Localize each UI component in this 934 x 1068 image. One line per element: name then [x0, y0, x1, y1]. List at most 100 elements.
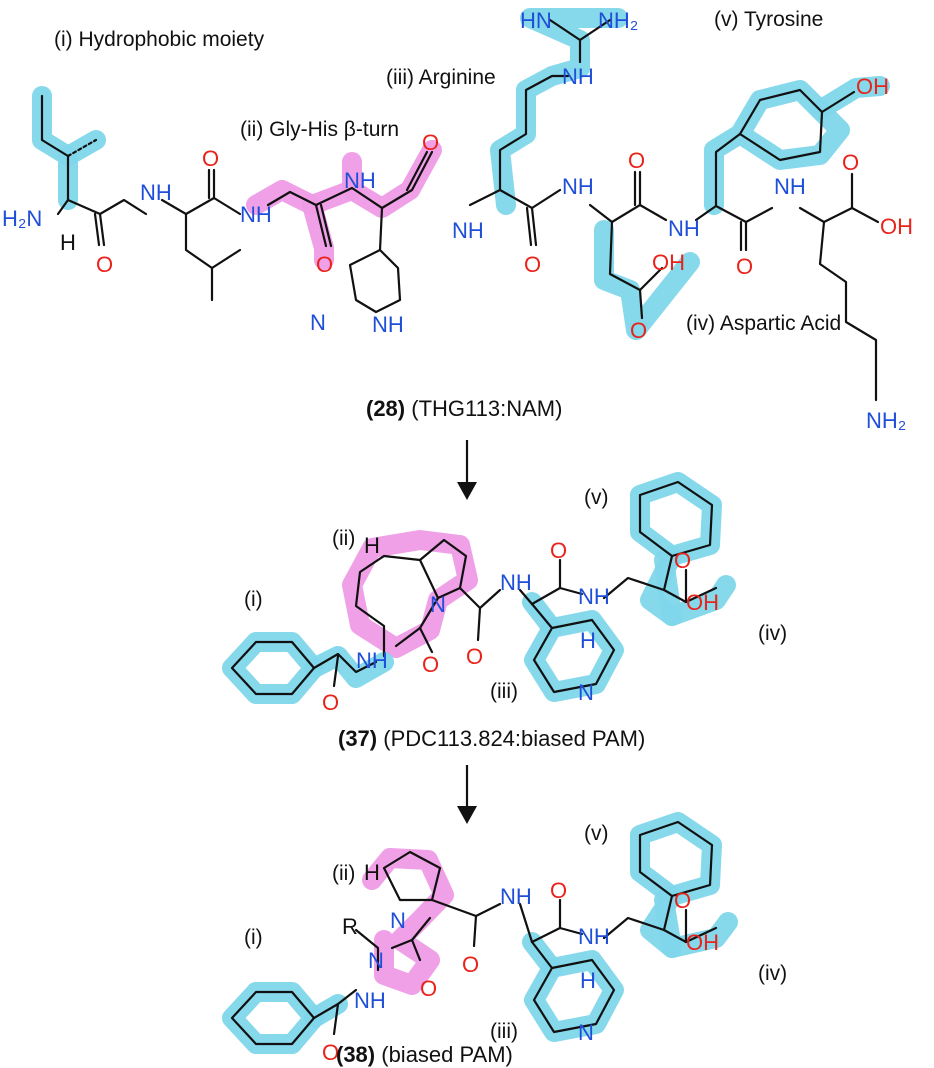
- caption-37-num: (37): [338, 726, 377, 751]
- atom-37-nh3: NH: [578, 584, 610, 609]
- bonds-28-leu: [160, 198, 214, 302]
- bonds-37-acyl: [312, 652, 378, 674]
- bond-28-leu-branch: [210, 248, 242, 270]
- ring-38-pyrrolidine: [382, 850, 442, 902]
- atom-38-nh3: NH: [578, 924, 610, 949]
- caption-38-text: (biased PAM): [381, 1042, 513, 1067]
- atom-38-o-amide: O: [462, 952, 479, 977]
- atom-38-r: R: [342, 914, 358, 939]
- bonds-28-lys: [798, 172, 854, 224]
- label-tyrosine: (v) Tyrosine: [714, 8, 823, 31]
- atom-28-his-n: N: [310, 310, 326, 335]
- atom-38-h: H: [364, 860, 380, 885]
- atom-37-nh2: NH: [500, 570, 532, 595]
- atom-28-nh1: NH: [140, 180, 172, 205]
- bonds-28-asp-side: [608, 220, 644, 320]
- atom-37-o-lactam: O: [422, 652, 439, 677]
- bonds-37-pyr-back: [518, 586, 584, 606]
- label-37-v: (v): [584, 486, 609, 509]
- caption-28-num: (28): [366, 396, 405, 421]
- atom-28-nh2-guan: NH₂: [598, 8, 638, 33]
- bonds-28-gly: [266, 190, 328, 248]
- atom-28-tyr-oh: OH: [856, 74, 889, 99]
- atom-28-hn-guan: HN: [520, 8, 552, 33]
- bonds-38-phe: [602, 894, 674, 940]
- atom-28-o5: O: [524, 252, 541, 277]
- atom-28-nh3: NH: [344, 168, 376, 193]
- hl-37-phenyl-v: [630, 472, 722, 566]
- atom-37-pyr-n: N: [578, 680, 594, 705]
- caption-28-text: (THG113:NAM): [411, 396, 562, 421]
- atom-38-pyr-n: N: [578, 1020, 594, 1045]
- bonds-28-tyr-side: [714, 132, 742, 208]
- bonds-28-lys-side: [818, 220, 878, 402]
- label-38-v: (v): [584, 822, 609, 845]
- bond-37-acyl-o: [332, 654, 340, 688]
- atom-38-n-r: N: [368, 948, 384, 973]
- hl-37-acid-2: [654, 550, 682, 626]
- hl-38-phenyl: [222, 982, 324, 1054]
- atom-37-acid-o: O: [674, 548, 691, 573]
- bond-28-co1b: [93, 212, 101, 247]
- atom-28-nh5: NH: [562, 174, 594, 199]
- bond-28-ile-methyl: [66, 138, 98, 158]
- atom-38-n: N: [390, 908, 406, 933]
- ring-38-pyridine: [532, 958, 616, 1034]
- bond-28-co3: [319, 203, 333, 248]
- label-aspartic: (iv) Aspartic Acid: [686, 312, 841, 335]
- bonds-37-bicycle-2: [418, 538, 468, 600]
- atom-28-nh2: NH: [240, 202, 272, 227]
- label-38-iii: (iii): [490, 1020, 518, 1043]
- caption-layer: (28) (THG113:NAM) (37) (PDC113.824:biase…: [336, 396, 645, 1067]
- atom-37-o-acyl: O: [322, 690, 339, 715]
- bond-37-lactam-o: [418, 626, 434, 654]
- atom-28-o7: O: [736, 254, 753, 279]
- atom-38-acid-o: O: [674, 888, 691, 913]
- bonds-37-bicycle: [354, 554, 440, 658]
- atom-28-o2: O: [202, 146, 219, 171]
- bond-37-pyr-ch2: [530, 602, 554, 630]
- atom-37-h: H: [364, 533, 380, 558]
- hl-38-acid-2: [654, 890, 682, 958]
- atom-38-o-urea: O: [420, 976, 437, 1001]
- bond-38-amide-o: [472, 914, 478, 948]
- atom-28-o4: O: [422, 130, 439, 155]
- atom-28-his-nh: NH: [372, 312, 404, 337]
- atom-37-nh: NH: [356, 648, 388, 673]
- atom-38-acid-oh: OH: [686, 930, 719, 955]
- atom-28-o3: O: [316, 252, 333, 277]
- label-hydrophobic: (i) Hydrophobic moiety: [54, 28, 265, 51]
- caption-28: (28) (THG113:NAM): [366, 396, 562, 421]
- atom-28-lys-nh2: NH₂: [866, 408, 906, 433]
- bond-38-urea-o: [410, 916, 432, 942]
- atom-38-nh: NH: [354, 988, 386, 1013]
- bonds-28-tyr-back: [694, 204, 774, 224]
- label-38-ii: (ii): [332, 862, 355, 885]
- atom-28-o1: O: [96, 252, 113, 277]
- atom-37-n: N: [430, 592, 446, 617]
- bonds-38-pyr-back: [518, 902, 584, 944]
- bond-28-co4: [405, 150, 429, 192]
- atom-37-acid-oh: OH: [686, 590, 719, 615]
- hl-37-phenyl: [222, 632, 324, 704]
- atom-38-pyr-h: H: [580, 968, 596, 993]
- ring-37-phenyl-v: [638, 480, 714, 558]
- atom-28-nh4: NH: [452, 218, 484, 243]
- bonds-38-hydrazide: [354, 928, 380, 972]
- bond-28-co5: [530, 206, 538, 247]
- atom-28-nh6: NH: [668, 216, 700, 241]
- bond-28-co5b: [525, 206, 533, 247]
- atom-38-o-co: O: [550, 878, 567, 903]
- label-37-ii: (ii): [332, 527, 355, 550]
- label-38-iv: (iv): [758, 962, 787, 985]
- bond-38-acyl-o: [332, 1002, 340, 1036]
- atom-28-o6: O: [628, 148, 645, 173]
- atom-28-o8: O: [842, 150, 859, 175]
- atom-label-layer: H₂N H O NH O NH O NH O NH N NH O NH HN N…: [2, 8, 913, 1065]
- bond-28-asp-oh: [638, 266, 664, 292]
- hl-38-phenyl-v: [630, 812, 722, 906]
- atom-38-nh2: NH: [500, 884, 532, 909]
- bond-28-co1: [98, 212, 106, 247]
- arrow-2-head: [457, 806, 477, 824]
